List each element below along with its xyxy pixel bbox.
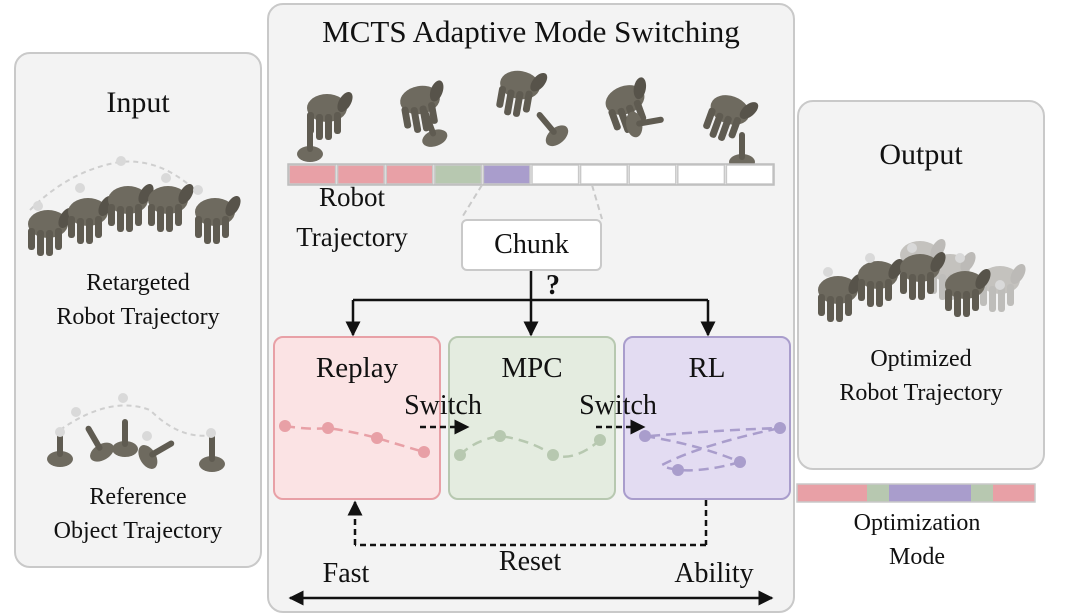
optimization-mode-bar [796,483,1036,503]
mode-bar-segment [797,484,867,502]
input-title: Input [106,86,170,119]
optimization-mode-label-line2: Mode [889,544,945,570]
reference-label-line2: Object Trajectory [53,518,223,544]
rl-label: RL [688,352,726,384]
reset-label: Reset [498,546,562,577]
optimization-mode-label-line1: Optimization [853,510,981,536]
question-mark: ? [546,270,560,301]
timeline-cell [434,164,483,185]
mode-bar-segment [889,484,971,502]
switch-label-1: Switch [404,390,482,421]
reference-label-line1: Reference [89,484,187,510]
robot-trajectory-label-line2: Trajectory [296,222,408,252]
timeline-cell [628,164,677,185]
rl-trajectory [639,422,786,476]
timeline-cell [531,164,580,185]
replay-trajectory [279,420,430,458]
timeline-cell [336,164,385,185]
mode-bar-segment [993,484,1035,502]
rl-box [623,336,791,500]
replay-label: Replay [315,352,399,384]
reset-arrow [347,500,708,547]
switch-label-2: Switch [579,390,657,421]
reference-objects-illustration [47,393,225,473]
ability-label: Ability [674,558,754,589]
chunk-box [461,219,602,271]
branch-arrows [345,271,716,337]
optimized-hands-illustration [818,236,1029,322]
optimized-label-line2: Robot Trajectory [839,380,1003,406]
timeline-cell [385,164,434,185]
chunk-label: Chunk [494,229,569,260]
mpc-trajectory [454,430,606,461]
retargeted-label-line2: Robot Trajectory [56,304,220,330]
mode-bar-segment [867,484,889,502]
optimized-label-line1: Optimized [870,346,972,372]
fast-label: Fast [322,558,370,589]
timeline-cell [677,164,726,185]
mpc-box [448,336,616,500]
mcts-title: MCTS Adaptive Mode Switching [322,14,740,49]
output-title: Output [879,138,963,171]
mode-bar-segment [971,484,993,502]
retargeted-hands-illustration [28,156,244,256]
timeline-cell [288,164,337,185]
timeline-cell [725,164,774,185]
mcts-hand-sequence-illustration [297,63,764,170]
retargeted-label-line1: Retargeted [86,270,190,296]
robot-trajectory-timeline [287,163,775,186]
mpc-label: MPC [501,352,563,384]
timeline-cell [579,164,628,185]
replay-box [273,336,441,500]
input-panel [14,52,262,568]
robot-trajectory-label-line1: Robot [318,182,385,212]
timeline-cell [482,164,531,185]
